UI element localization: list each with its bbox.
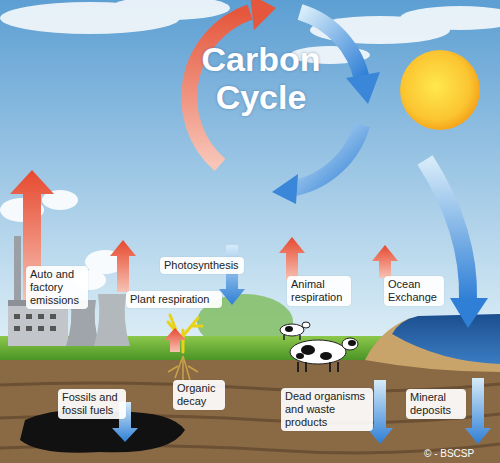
label-box: Fossils and fossil fuels (58, 389, 126, 419)
label-text: Animal respiration (291, 278, 347, 304)
label-box: Organic decay (173, 380, 225, 410)
label-text: Mineral deposits (410, 391, 462, 417)
label-box: Plant respiration (126, 291, 222, 308)
label-text: Plant respiration (130, 293, 218, 306)
label-text: Organic decay (177, 382, 221, 408)
respiration-arrow (279, 237, 305, 280)
label-box: Auto and factory emissions (26, 266, 88, 309)
arrow-head (250, 0, 276, 30)
sun (400, 50, 480, 130)
exchange-arrow (372, 245, 398, 278)
respiration-arrow (110, 240, 136, 292)
soil-strata (0, 383, 500, 453)
cow (290, 338, 358, 372)
arrow-head (272, 174, 298, 204)
arrow-head (346, 72, 380, 104)
label-text: Dead organisms and waste products (285, 390, 369, 429)
label-text: Auto and factory emissions (30, 268, 84, 307)
soil (0, 358, 500, 463)
photosynthesis-arrow (219, 245, 245, 305)
label-text: Photosynthesis (164, 259, 240, 272)
arrow-head (450, 298, 488, 328)
copyright-note: © - BSCSP (424, 448, 474, 460)
label-box: Animal respiration (287, 276, 351, 306)
diagram-title: Carbon Cycle (176, 40, 346, 116)
label-box: Dead organisms and waste products (281, 388, 373, 431)
label-text: Ocean Exchange (388, 278, 440, 304)
label-text: Fossils and fossil fuels (62, 391, 122, 417)
ocean (392, 314, 500, 364)
storage-arrow (465, 378, 491, 444)
label-box: Ocean Exchange (384, 276, 444, 306)
label-box: Photosynthesis (160, 257, 244, 274)
cycle-arrow (295, 125, 362, 188)
cow (280, 322, 310, 340)
label-box: Mineral deposits (406, 389, 466, 419)
sky (0, 0, 500, 360)
decay-arrow (164, 328, 186, 352)
